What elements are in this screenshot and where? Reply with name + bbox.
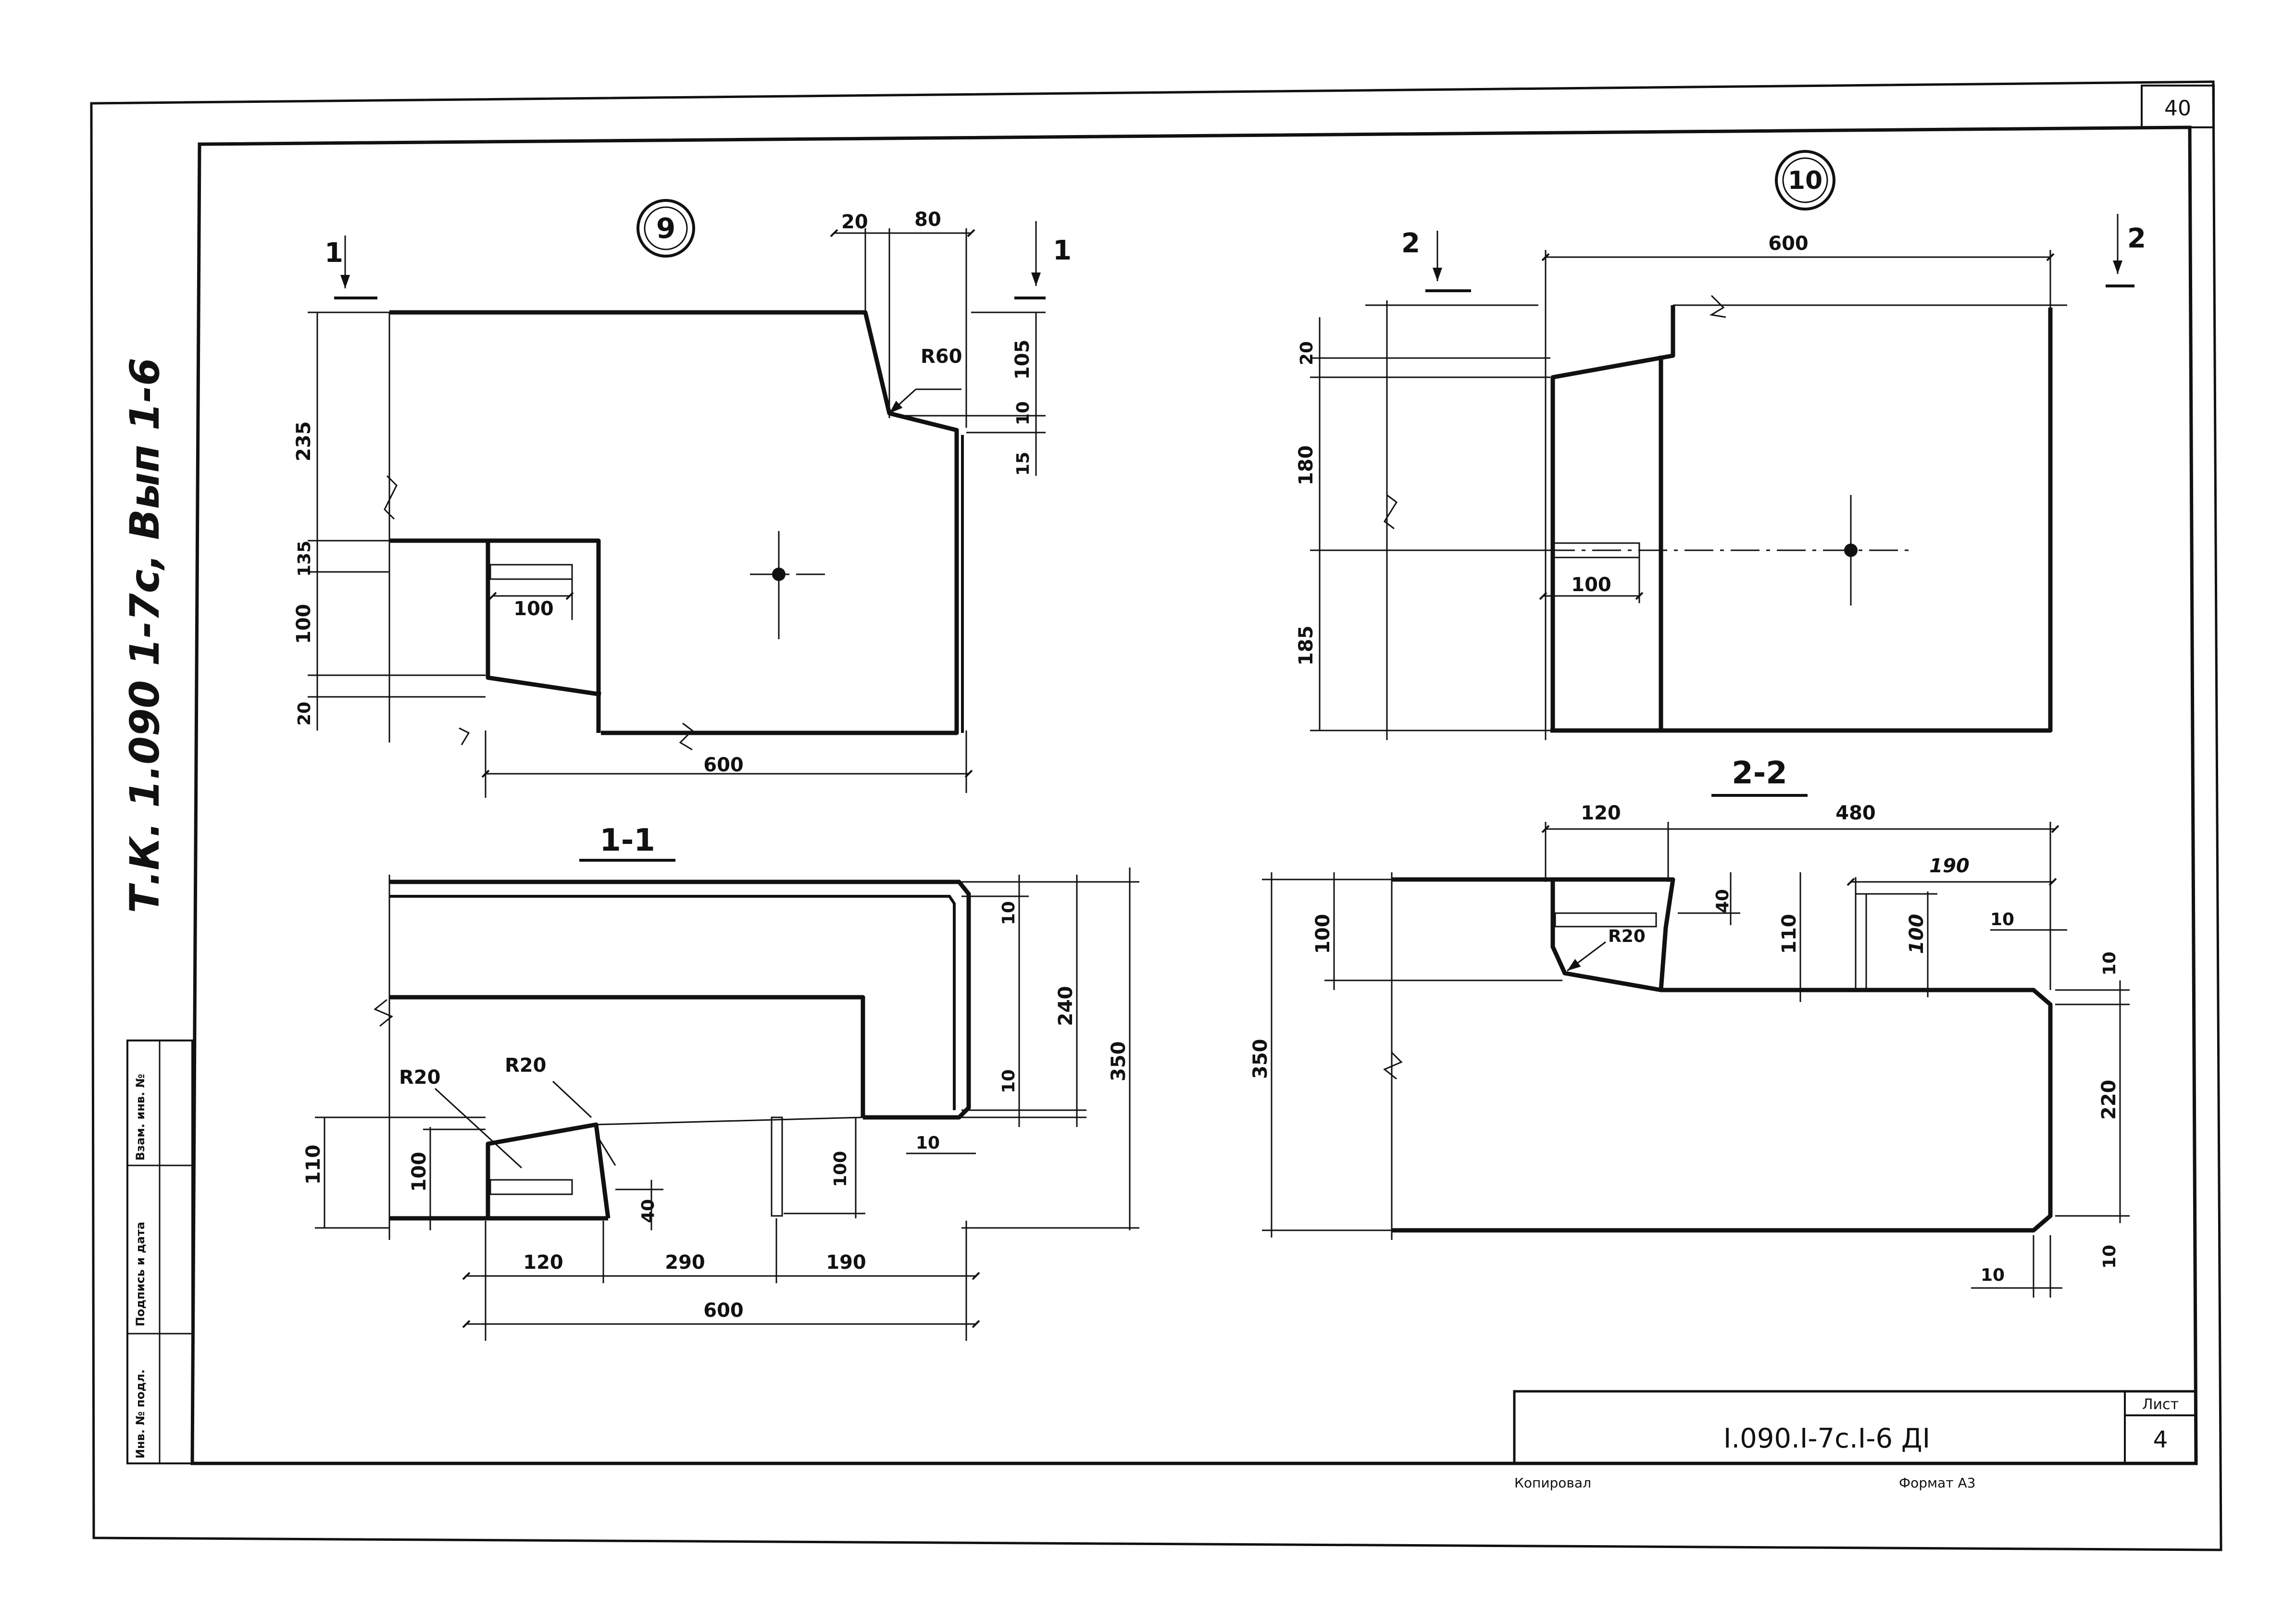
view10-dim-600: 600 xyxy=(1768,233,1809,255)
sheet-number: 40 xyxy=(2164,96,2191,121)
section22-dim-190: 190 xyxy=(1929,855,1970,877)
section-1-1-title: 1-1 xyxy=(599,823,655,858)
section11-dim-100b: 100 xyxy=(831,1151,850,1187)
view9-dim-top20: 20 xyxy=(841,211,868,233)
svg-text:1: 1 xyxy=(324,237,343,269)
sheet-frame xyxy=(90,80,2222,1551)
section-2-2-title: 2-2 xyxy=(1732,755,1787,791)
svg-text:2: 2 xyxy=(2127,223,2146,254)
section11-dim-120: 120 xyxy=(523,1251,563,1274)
view9-dim-600: 600 xyxy=(703,754,744,776)
section11-dim-110: 110 xyxy=(302,1145,324,1185)
stamp-col-sign: Подпись и дата xyxy=(134,1222,147,1326)
section11-dim-10a: 10 xyxy=(999,901,1019,925)
section22-dim-10c: 10 xyxy=(2100,1245,2120,1269)
section11-dim-350: 350 xyxy=(1108,1041,1130,1082)
stamp-col-replace: Взам. инв. № xyxy=(134,1074,147,1161)
drawing-code: I.090.I-7с.I-6 ДI xyxy=(1723,1423,1930,1454)
section11-dim-10b: 10 xyxy=(999,1069,1019,1093)
view-9: 9 1 1 235 xyxy=(293,199,1072,798)
section22-dim-110: 110 xyxy=(1778,914,1800,954)
section-mark-2-right: 2 xyxy=(2106,214,2146,287)
section11-dim-190: 190 xyxy=(826,1251,866,1274)
view-10-mark: 10 xyxy=(1788,166,1822,195)
section11-dim-290: 290 xyxy=(665,1251,705,1274)
view10-dim-180: 180 xyxy=(1295,446,1317,486)
section22-dim-220: 220 xyxy=(2098,1080,2120,1120)
view9-dim-100h: 100 xyxy=(513,598,554,620)
svg-text:1: 1 xyxy=(1053,235,1072,266)
sheet-number-box: 40 xyxy=(2141,85,2215,128)
view9-dim-20: 20 xyxy=(295,702,314,726)
section11-dim-40: 40 xyxy=(638,1199,658,1223)
format-label: Формат А3 xyxy=(1899,1475,1975,1491)
title-block: I.090.I-7с.I-6 ДI Лист 4 Копировал Форма… xyxy=(1513,1390,2197,1491)
section11-dim-100a: 100 xyxy=(408,1152,430,1192)
vertical-title: Т.К. 1.090 1-7с, Вып 1-6 xyxy=(121,358,168,913)
section-mark-1-left: 1 xyxy=(324,235,377,299)
section22-dim-100b: 100 xyxy=(1906,914,1928,954)
section22-dim-120: 120 xyxy=(1581,802,1621,824)
view9-dim-135: 135 xyxy=(295,541,314,577)
section22-radius-r20: R20 xyxy=(1608,927,1646,946)
section22-dim-40: 40 xyxy=(1713,889,1733,913)
sheet-label: Лист xyxy=(2142,1396,2179,1413)
stamp-col-inv: Инв. № подл. xyxy=(134,1369,147,1459)
view10-dim-20: 20 xyxy=(1297,341,1317,365)
view9-dim-235: 235 xyxy=(293,421,315,462)
section11-r20-b: R20 xyxy=(505,1054,546,1077)
view9-dim-top80: 80 xyxy=(914,209,941,231)
view10-dim-100h: 100 xyxy=(1571,574,1611,596)
section22-dim-100a: 100 xyxy=(1312,914,1334,954)
section22-dim-350: 350 xyxy=(1249,1039,1272,1079)
section22-dim-10a: 10 xyxy=(1990,910,2014,929)
section22-dim-480: 480 xyxy=(1835,802,1876,824)
section-2-2: 2-2 120 480 190 350 100 R20 40 xyxy=(1249,755,2130,1298)
copied-label: Копировал xyxy=(1514,1475,1591,1491)
section-mark-2-left: 2 xyxy=(1401,228,1471,292)
view9-radius-r60: R60 xyxy=(921,346,962,368)
view-10: 10 2 2 600 xyxy=(1295,150,2146,740)
section-mark-1-right: 1 xyxy=(1014,221,1072,299)
section11-r20-a: R20 xyxy=(399,1066,440,1089)
view9-dim-10: 10 xyxy=(1013,401,1033,425)
section11-dim-10c: 10 xyxy=(916,1133,940,1153)
view9-dim-100v: 100 xyxy=(293,604,315,644)
svg-text:2: 2 xyxy=(1401,228,1420,259)
section11-dim-240: 240 xyxy=(1055,986,1077,1027)
view9-dim-105: 105 xyxy=(1011,340,1034,380)
section11-dim-600: 600 xyxy=(703,1300,744,1322)
section-1-1: 1-1 R20 R20 110 100 40 100 xyxy=(302,823,1139,1341)
section22-dim-10b: 10 xyxy=(2100,952,2120,976)
section22-dim-10d: 10 xyxy=(1981,1265,2005,1285)
left-stamp: Инв. № подл. Подпись и дата Взам. инв. № xyxy=(126,1040,193,1464)
sheet-value: 4 xyxy=(2153,1426,2168,1453)
view-9-mark: 9 xyxy=(656,212,675,245)
view9-dim-15: 15 xyxy=(1013,452,1033,476)
view10-dim-185: 185 xyxy=(1295,626,1317,666)
